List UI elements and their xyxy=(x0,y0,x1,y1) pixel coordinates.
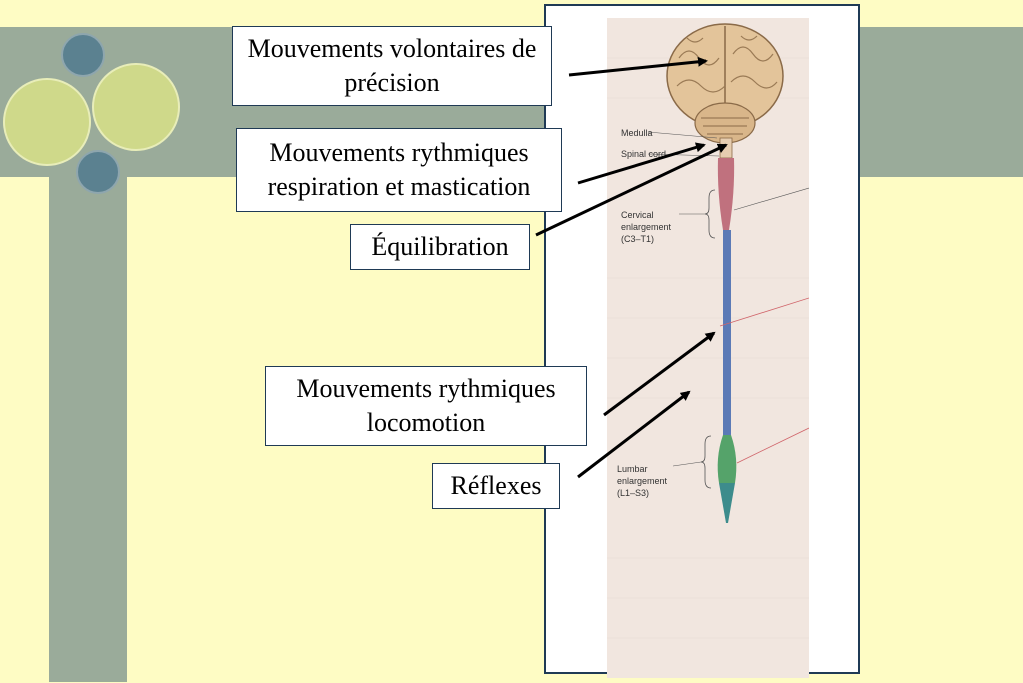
decor-circle-big-right xyxy=(92,63,180,151)
arrow-respiration xyxy=(577,142,706,185)
label-mouvements-volontaires: Mouvements volontaires de précision xyxy=(232,26,552,106)
left-band xyxy=(49,177,127,682)
decor-circle-small-bottom xyxy=(76,150,120,194)
scanned-figure: Medulla Spinal cord Cervical enlargement… xyxy=(607,18,810,678)
label-lumbar-3: (L1–S3) xyxy=(617,488,649,498)
label-reflexes: Réflexes xyxy=(432,463,560,509)
arrow-reflexes xyxy=(577,390,691,479)
left-panel xyxy=(0,185,42,682)
arrow-locomotion xyxy=(603,331,716,417)
label-lumbar-1: Lumbar xyxy=(617,464,648,474)
label-equilibration: Équilibration xyxy=(350,224,530,270)
decor-circle-small-top xyxy=(61,33,105,77)
label-medulla: Medulla xyxy=(621,128,653,138)
arrow-volontaires xyxy=(568,56,708,77)
arrow-equilibration xyxy=(535,143,728,237)
spinal-cord-diagram: Medulla Spinal cord Cervical enlargement… xyxy=(607,23,810,639)
sacral-segment xyxy=(719,483,735,523)
label-cervical-1: Cervical xyxy=(621,210,654,220)
decor-circle-big-left xyxy=(3,78,91,166)
label-lumbar-2: enlargement xyxy=(617,476,668,486)
thoracic-segment xyxy=(723,230,731,435)
label-mouvements-locomotion: Mouvements rythmiques locomotion xyxy=(265,366,587,446)
label-spinal-cord: Spinal cord xyxy=(621,149,666,159)
lumbar-segment xyxy=(717,435,737,483)
brain-icon xyxy=(666,23,784,144)
cervical-segment xyxy=(717,158,735,230)
label-mouvements-respiration: Mouvements rythmiques respiration et mas… xyxy=(236,128,562,212)
label-cervical-2: enlargement xyxy=(621,222,672,232)
label-cervical-3: (C3–T1) xyxy=(621,234,654,244)
